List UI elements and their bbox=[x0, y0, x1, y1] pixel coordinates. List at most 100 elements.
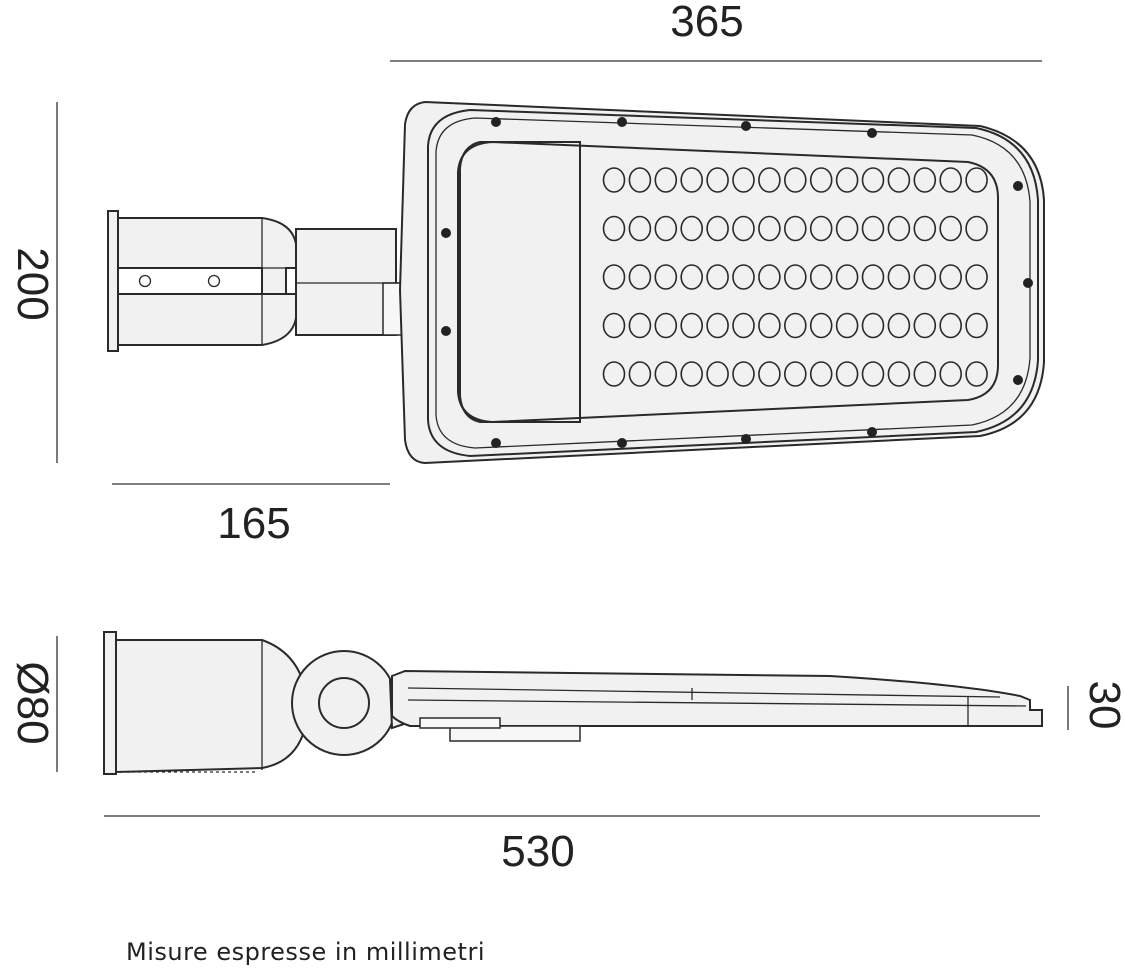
side-clamp-body bbox=[115, 639, 306, 774]
top-view bbox=[107, 100, 1045, 465]
clamp-end-plate bbox=[107, 210, 119, 352]
led bbox=[783, 215, 807, 242]
led bbox=[732, 167, 755, 193]
led bbox=[680, 215, 704, 242]
led bbox=[887, 361, 911, 387]
led bbox=[809, 264, 833, 290]
units-note: Misure espresse in millimetri bbox=[126, 938, 485, 966]
led bbox=[602, 264, 626, 290]
dim-30: 30 bbox=[1080, 681, 1124, 730]
led bbox=[939, 312, 963, 339]
led bbox=[602, 312, 626, 339]
housing-rim bbox=[427, 108, 1039, 458]
dim-365: 365 bbox=[670, 0, 743, 46]
dim-d80: Ø80 bbox=[8, 661, 57, 744]
led bbox=[939, 361, 963, 387]
led bbox=[887, 264, 911, 290]
led bbox=[965, 312, 988, 339]
dimension-lines bbox=[56, 60, 1069, 817]
led bbox=[913, 167, 937, 193]
led bbox=[732, 312, 755, 339]
led bbox=[913, 264, 937, 290]
led bbox=[706, 167, 729, 193]
led bbox=[965, 264, 988, 290]
led bbox=[783, 312, 807, 339]
led bbox=[706, 361, 729, 387]
led bbox=[835, 167, 859, 193]
led bbox=[965, 215, 988, 242]
side-view bbox=[103, 631, 1043, 775]
dim-200: 200 bbox=[8, 247, 57, 320]
led bbox=[758, 312, 781, 339]
led bbox=[758, 167, 781, 193]
dim-165: 165 bbox=[217, 499, 290, 548]
led bbox=[835, 264, 859, 290]
led bbox=[887, 215, 911, 242]
led bbox=[680, 167, 704, 193]
side-housing bbox=[391, 669, 1043, 727]
led bbox=[861, 167, 885, 193]
led bbox=[913, 215, 937, 242]
led bbox=[628, 167, 652, 193]
led bbox=[809, 215, 833, 242]
led bbox=[758, 264, 781, 290]
led bbox=[783, 361, 807, 387]
led bbox=[706, 312, 729, 339]
bracket-neck bbox=[295, 228, 397, 336]
housing-outer bbox=[398, 100, 1045, 465]
led bbox=[602, 361, 626, 387]
led bbox=[783, 264, 807, 290]
led bbox=[628, 264, 652, 290]
led bbox=[965, 361, 988, 387]
clamp-bolt-hole bbox=[207, 274, 221, 288]
led bbox=[732, 215, 755, 242]
led bbox=[965, 167, 988, 193]
clamp-lower-arm bbox=[117, 293, 297, 346]
led bbox=[628, 312, 652, 339]
tilt-joint-inner bbox=[318, 677, 370, 729]
led bbox=[680, 361, 704, 387]
led bbox=[654, 312, 678, 339]
led bbox=[654, 167, 678, 193]
housing-screws bbox=[441, 117, 1033, 448]
led bbox=[628, 215, 652, 242]
led bbox=[654, 215, 678, 242]
led bbox=[913, 361, 937, 387]
side-driver-box bbox=[449, 725, 581, 742]
led bbox=[835, 215, 859, 242]
led bbox=[861, 264, 885, 290]
led bbox=[861, 312, 885, 339]
dim-530: 530 bbox=[501, 827, 574, 876]
led bbox=[887, 167, 911, 193]
led bbox=[809, 312, 833, 339]
led bbox=[628, 361, 652, 387]
led bbox=[706, 264, 729, 290]
led bbox=[809, 361, 833, 387]
led bbox=[913, 312, 937, 339]
led bbox=[602, 167, 626, 193]
led bbox=[939, 215, 963, 242]
led-array bbox=[602, 167, 988, 387]
led bbox=[680, 264, 704, 290]
led bbox=[706, 215, 729, 242]
led bbox=[732, 361, 755, 387]
led bbox=[835, 312, 859, 339]
led bbox=[758, 215, 781, 242]
led bbox=[809, 167, 833, 193]
led bbox=[680, 312, 704, 339]
tilt-joint-outer bbox=[291, 650, 397, 756]
led bbox=[602, 215, 626, 242]
led bbox=[887, 312, 911, 339]
led bbox=[861, 361, 885, 387]
led bbox=[654, 361, 678, 387]
led bbox=[783, 167, 807, 193]
led bbox=[939, 264, 963, 290]
led bbox=[654, 264, 678, 290]
led bbox=[732, 264, 755, 290]
driver-cover bbox=[459, 141, 581, 423]
clamp-bolt-hole bbox=[138, 274, 152, 288]
led bbox=[861, 215, 885, 242]
side-clamp-plate bbox=[103, 631, 117, 775]
led bbox=[939, 167, 963, 193]
clamp-upper-arm bbox=[117, 217, 297, 295]
